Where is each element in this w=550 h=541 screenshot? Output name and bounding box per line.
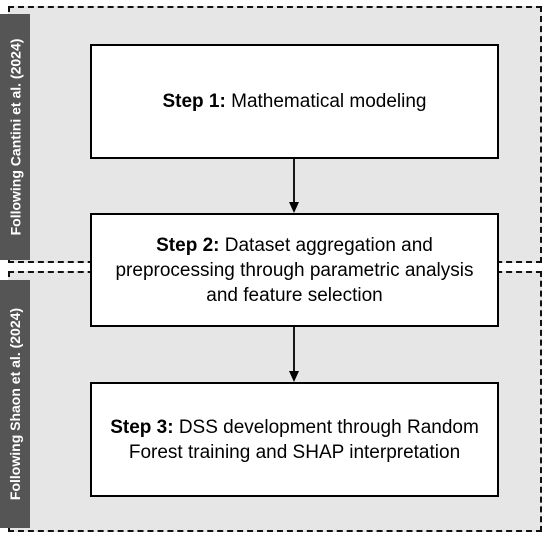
step-1-title: Step 1: xyxy=(162,91,226,112)
step-2-title: Step 2: xyxy=(156,234,220,256)
group-label-shaon: Following Shaon et al. (2024) xyxy=(0,280,30,528)
step-2-text: Dataset aggregation and preprocessing th… xyxy=(115,234,474,306)
group-label-shaon-text: Following Shaon et al. (2024) xyxy=(7,307,24,501)
step-3-text: DSS development through Random Forest tr… xyxy=(128,416,479,463)
step-3-box: Step 3: DSS development through Random F… xyxy=(90,382,499,497)
arrow-step1-to-step2 xyxy=(286,159,302,213)
group-label-cantini-text: Following Cantini et al. (2024) xyxy=(7,38,23,236)
step-2-box: Step 2: Dataset aggregation and preproce… xyxy=(90,213,499,327)
step-3-title: Step 3: xyxy=(110,416,174,438)
step-3-content: Step 3: DSS development through Random F… xyxy=(106,415,483,465)
group-label-cantini: Following Cantini et al. (2024) xyxy=(0,14,30,260)
step-1-content: Step 1: Mathematical modeling xyxy=(162,89,426,114)
step-1-text: Mathematical modeling xyxy=(231,91,427,112)
arrow-down-icon xyxy=(289,159,299,213)
arrow-down-icon xyxy=(289,327,299,382)
step-1-box: Step 1: Mathematical modeling xyxy=(90,44,499,159)
arrow-step2-to-step3 xyxy=(286,327,302,382)
step-2-content: Step 2: Dataset aggregation and preproce… xyxy=(106,233,483,308)
